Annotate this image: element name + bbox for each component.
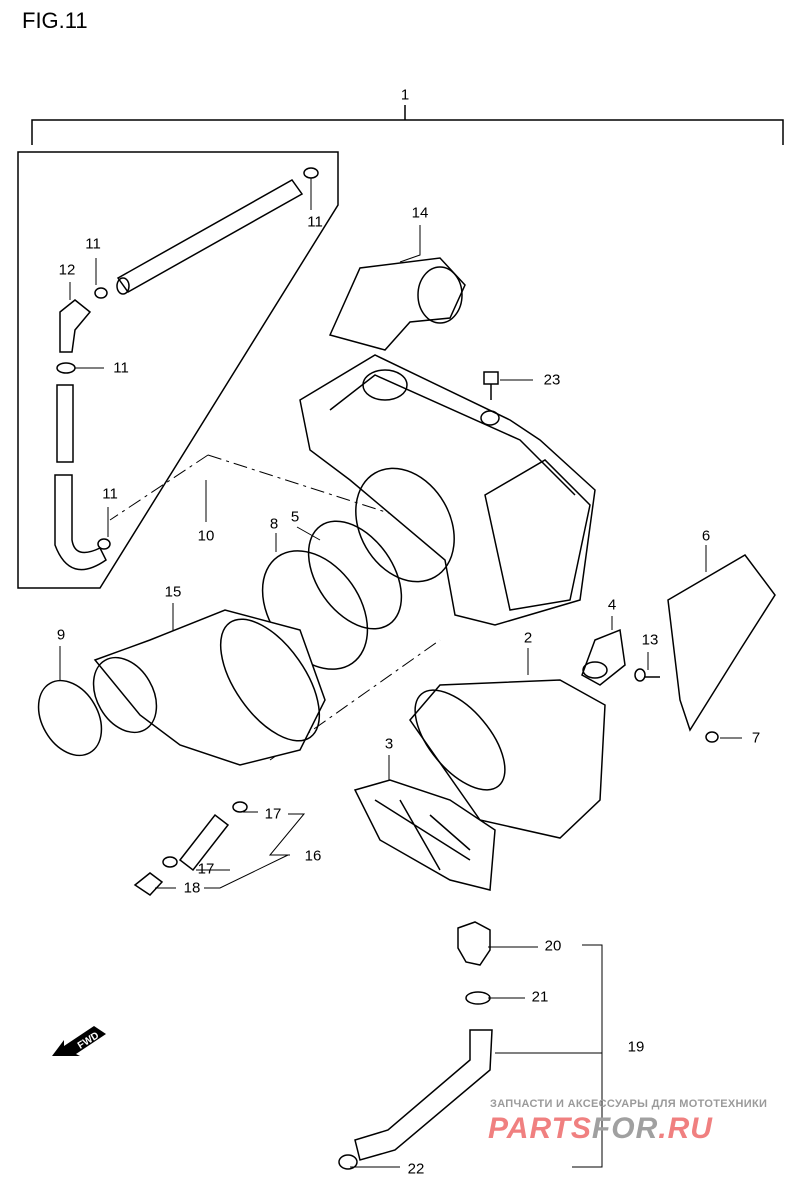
seal-5	[307, 520, 403, 630]
logo-part-parts: PARTS	[488, 1112, 592, 1145]
callout-23: 23	[543, 371, 561, 389]
callout-11: 11	[113, 359, 129, 377]
callout-5: 5	[290, 508, 300, 526]
callout-8: 8	[269, 515, 279, 533]
leader-lines	[59, 178, 742, 1168]
intake-duct-14	[328, 257, 466, 351]
drain-plug-20	[457, 921, 491, 966]
air-filter-element-2	[409, 679, 606, 839]
callout-13: 13	[641, 631, 659, 649]
callout-7: 7	[751, 729, 761, 747]
callout-11: 11	[85, 235, 101, 253]
callout-3: 3	[384, 735, 394, 753]
clamp-9	[37, 679, 103, 757]
intake-boot-15	[92, 609, 326, 766]
drain-hose-16	[133, 801, 248, 896]
callout-12: 12	[58, 261, 76, 279]
clamp-icons-11	[56, 167, 319, 550]
callout-16: 16	[304, 847, 322, 865]
callout-17: 17	[197, 860, 215, 878]
callout-17: 17	[264, 805, 282, 823]
callout-9: 9	[56, 626, 66, 644]
clamp-21	[465, 991, 491, 1005]
callout-11: 11	[307, 213, 323, 231]
logo-part-ru: .RU	[658, 1112, 713, 1145]
callout-1: 1	[400, 86, 410, 104]
callout-19: 19	[627, 1038, 645, 1056]
figure-title: FIG.11	[22, 8, 88, 33]
logo-part-for: FOR	[591, 1112, 659, 1145]
callout-10: 10	[197, 527, 215, 545]
clamp-22	[338, 1154, 358, 1170]
callout-11: 11	[102, 485, 118, 503]
watermark-tagline: ЗАПЧАСТИ И АКСЕССУАРЫ ДЛЯ МОТОТЕХНИКИ	[490, 1098, 768, 1110]
callout-18: 18	[183, 879, 201, 897]
watermark-logo: PARTSFOR.RU	[488, 1112, 713, 1146]
drain-hose-19	[354, 1029, 493, 1161]
callout-15: 15	[164, 583, 182, 601]
assembly-bracket-1	[31, 105, 784, 145]
air-cleaner-case	[299, 354, 596, 626]
callout-2: 2	[523, 629, 533, 647]
callout-20: 20	[544, 937, 562, 955]
callout-4: 4	[607, 596, 617, 614]
screw-13	[634, 668, 660, 682]
breather-hose	[54, 179, 304, 571]
element-holder-3	[353, 779, 496, 891]
callout-14: 14	[411, 204, 429, 222]
cover-6	[667, 554, 776, 732]
fwd-arrow-icon: FWD	[52, 1026, 106, 1056]
screw-7	[705, 731, 719, 743]
clip-4	[581, 628, 626, 686]
screw-23	[480, 371, 500, 426]
callout-6: 6	[701, 527, 711, 545]
callout-22: 22	[407, 1160, 425, 1178]
hose-set-box-10	[17, 151, 339, 589]
callout-21: 21	[531, 988, 549, 1006]
